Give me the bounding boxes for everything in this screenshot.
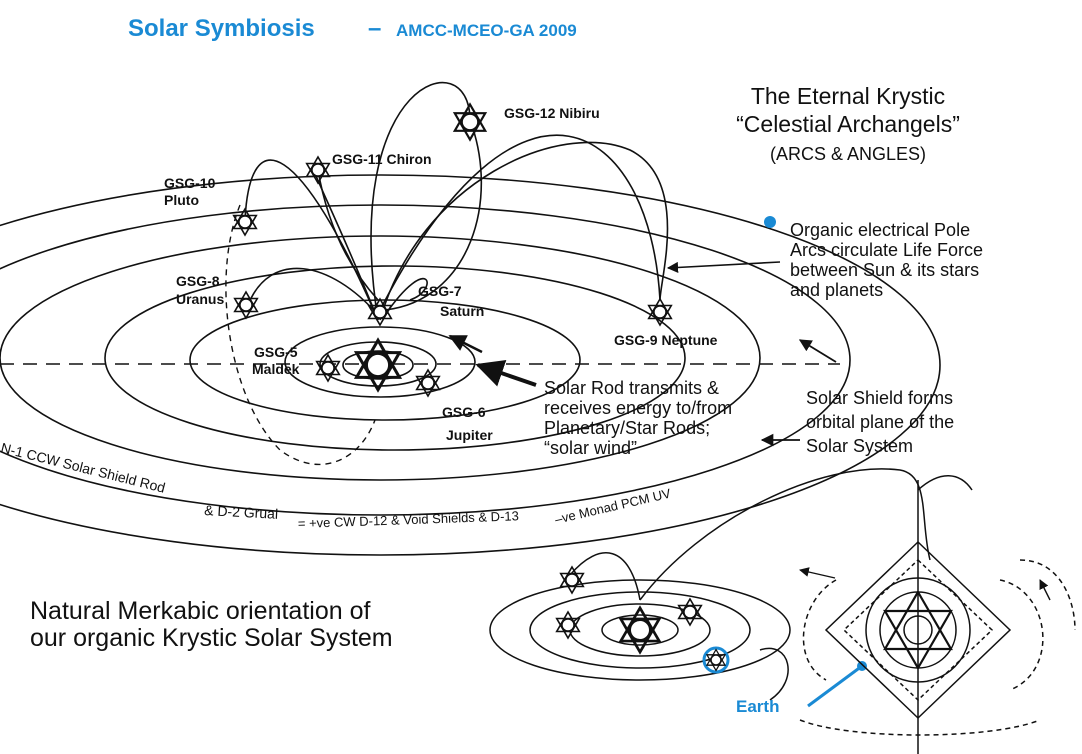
- arc-nibiru-down: [384, 119, 483, 311]
- sun-star-icon: [355, 338, 401, 392]
- label-maldek-name: Maldek: [252, 361, 300, 377]
- label-uranus-code: GSG-8: [176, 273, 220, 289]
- label-chiron: GSG-11 Chiron: [332, 151, 432, 167]
- arc-text-2: & D-2 Grual: [204, 502, 279, 522]
- merkabic-line-1: Natural Merkabic orientation of: [30, 597, 370, 625]
- merkaba-left-field: [802, 579, 837, 681]
- pole-note-line-2: Arcs circulate Life Force: [790, 240, 983, 260]
- maldek-star-icon: [315, 354, 341, 382]
- label-nibiru: GSG-12 Nibiru: [504, 105, 600, 121]
- orbit-ring-5: [0, 235, 761, 481]
- label-pluto-code: GSG-10: [164, 175, 216, 191]
- rod-note-line-4: “solar wind”: [544, 438, 637, 458]
- label-jupiter-code: GSG-6: [442, 404, 486, 420]
- shield-note-line-2: orbital plane of the: [806, 412, 954, 432]
- label-saturn-code: GSG-7: [418, 283, 462, 299]
- arc-to-pluto: [244, 159, 379, 321]
- label-jupiter-name: Jupiter: [446, 427, 493, 443]
- earth-star-icon: [706, 648, 726, 672]
- inset-arc-right: [759, 647, 789, 701]
- archangels-line-1: The Eternal Krystic: [751, 83, 945, 109]
- merkabic-line-2: our organic Krystic Solar System: [30, 624, 393, 652]
- arc-text-4: –ve Monad PCM UV: [553, 486, 672, 527]
- inset-arc-left: [569, 552, 641, 601]
- dashed-arc: [225, 204, 376, 466]
- label-saturn-name: Saturn: [440, 303, 484, 319]
- merkaba-right-field: [999, 579, 1044, 691]
- inset-mars-star-icon: [559, 566, 585, 594]
- arc-text-3: = +ve CW D-12 & Void Shields & D-13: [298, 508, 519, 531]
- title-subtitle: AMCC-MCEO-GA 2009: [396, 21, 577, 40]
- rod-note-line-2: receives energy to/from: [544, 398, 732, 418]
- shield-note-line-3: Solar System: [806, 436, 913, 456]
- saturn-star-icon: [367, 298, 393, 326]
- inset-venus-star-icon: [555, 611, 581, 639]
- arc-to-nibiru: [370, 81, 471, 321]
- shield-note-line-1: Solar Shield forms: [806, 388, 953, 408]
- pole-arcs: [244, 81, 669, 321]
- orbit-ring-2: [284, 326, 476, 398]
- merkaba-arrow-left: [799, 567, 836, 579]
- archangels-line-2: “Celestial Archangels”: [736, 111, 960, 137]
- rod-note-line-1: Solar Rod transmits &: [544, 378, 719, 398]
- label-uranus-name: Uranus: [176, 291, 224, 307]
- orbit-ring-4: [104, 265, 686, 451]
- archangels-line-3: (ARCS & ANGLES): [770, 144, 926, 164]
- rod-note-line-3: Planetary/Star Rods;: [544, 418, 710, 438]
- merkaba-arrow-right: [1039, 579, 1051, 601]
- orbit-ring-outer: [0, 174, 941, 556]
- label-maldek-code: GSG-5: [254, 344, 298, 360]
- title-dash: –: [368, 15, 381, 42]
- inset-orbit-outer: [489, 579, 791, 681]
- merkaba-bottom-field: [799, 719, 1041, 736]
- arc-text-1: N-1 CCW Solar Shield Rod: [0, 439, 167, 495]
- merkaba-top-arc: [917, 475, 973, 491]
- merkaba-figure: [799, 475, 1076, 754]
- earth-highlight-ring: [702, 646, 730, 674]
- uranus-star-icon: [233, 291, 259, 319]
- arc-to-neptune: [379, 141, 669, 321]
- inset-mercury-star-icon: [677, 598, 703, 626]
- planet-stars: [232, 103, 673, 397]
- earth-pointer-dot: [857, 661, 867, 671]
- merkaba-outer-field: [1019, 559, 1076, 631]
- arc-to-uranus: [247, 267, 379, 316]
- pole-note-line-3: between Sun & its stars: [790, 260, 979, 280]
- bullet-dot-icon: [764, 216, 776, 228]
- inset-pole-arc: [639, 468, 931, 601]
- inset-orbit-core: [601, 614, 679, 646]
- shield-arrow-up: [798, 339, 837, 363]
- rod-arrow-small: [448, 334, 483, 354]
- pole-note-line-4: and planets: [790, 280, 883, 300]
- pole-arrow: [666, 261, 781, 274]
- orbit-ring-6: [0, 204, 851, 516]
- label-pluto-name: Pluto: [164, 192, 199, 208]
- title-main: Solar Symbiosis: [128, 15, 315, 42]
- inset-orbit-mid: [529, 591, 751, 669]
- earth-pointer-line: [807, 664, 863, 708]
- orbit-ring-0: [342, 350, 414, 380]
- arc-to-neptune-outer: [379, 134, 661, 311]
- earth-label: Earth: [736, 697, 779, 716]
- arc-chiron-down: [317, 169, 379, 301]
- arc-to-saturn: [384, 278, 428, 316]
- rod-arrow-bold: [475, 359, 537, 387]
- pole-note-line-1: Organic electrical Pole: [790, 220, 970, 240]
- label-neptune: GSG-9 Neptune: [614, 332, 718, 348]
